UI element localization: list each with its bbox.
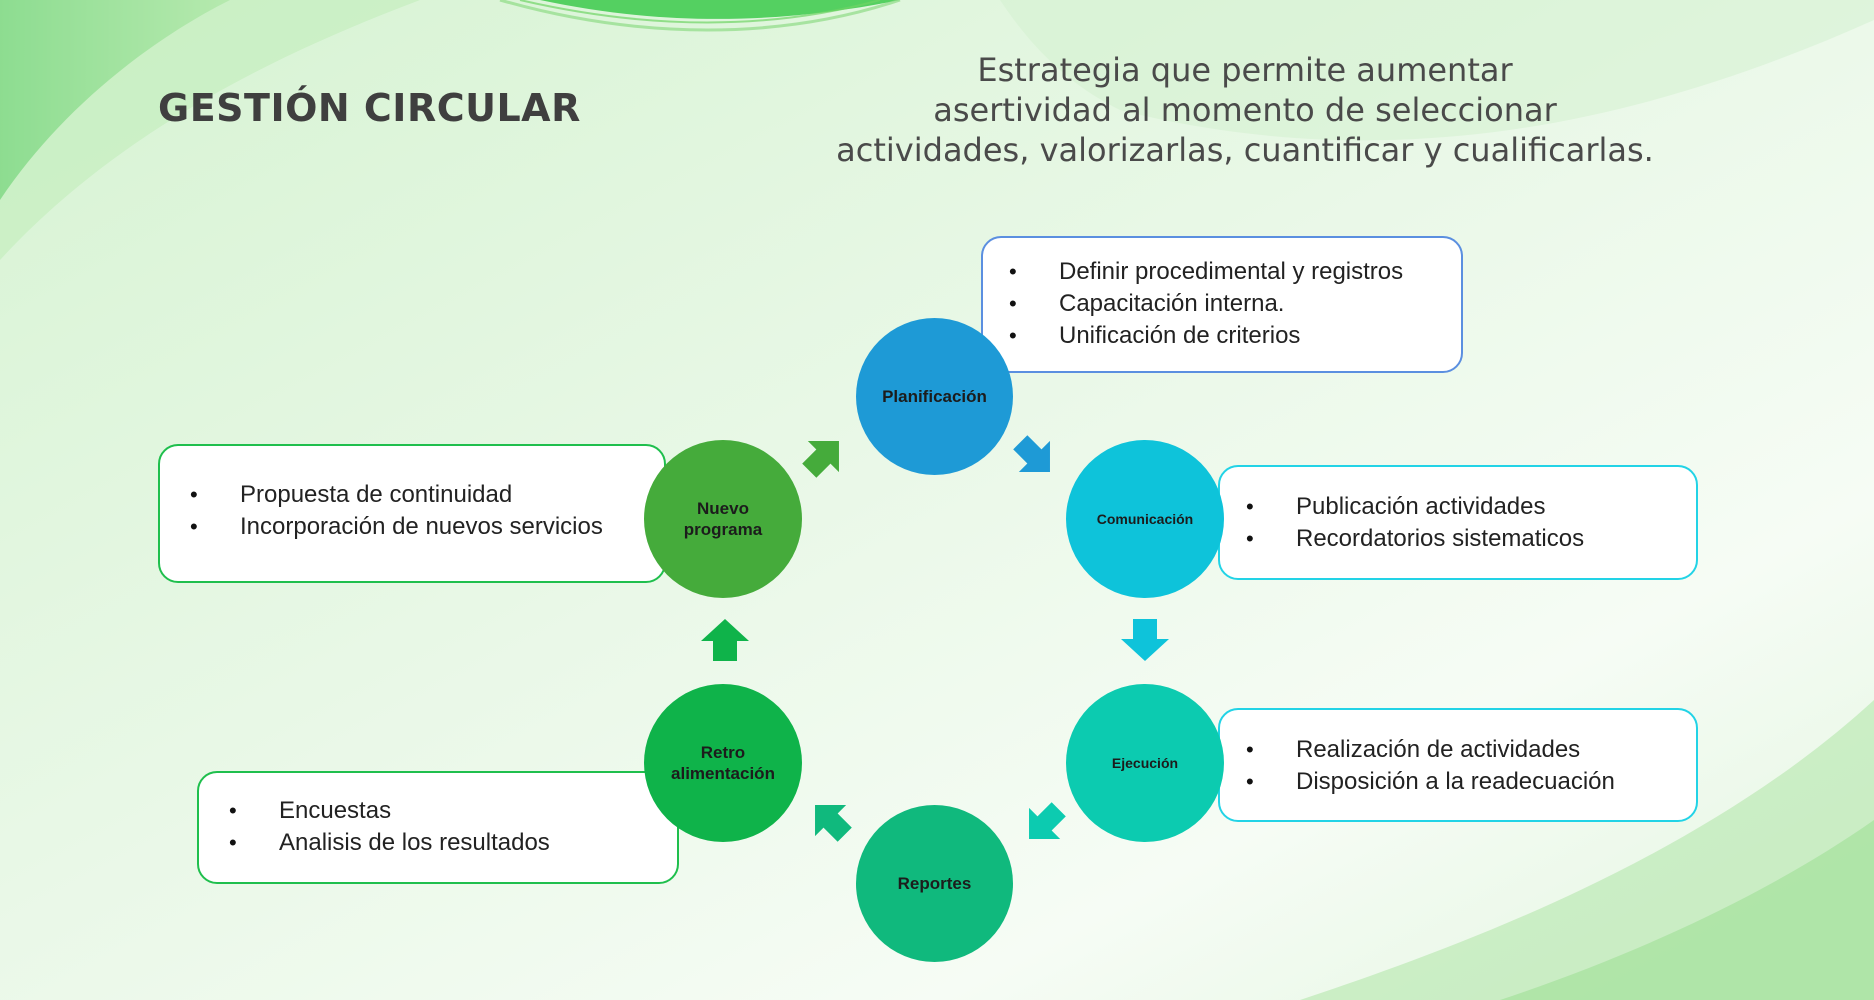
node-label: Ejecución (1111, 754, 1179, 771)
subtitle: Estrategia que permite aumentar asertivi… (830, 50, 1660, 170)
node-label: programa (683, 520, 763, 539)
comunicacion-node: Comunicación (1066, 440, 1224, 598)
page-title: GESTIÓN CIRCULAR (158, 86, 581, 130)
nuevo-programa-box: Propuesta de continuidad Incorporación d… (158, 444, 666, 583)
list-item: Publicación actividades (1238, 491, 1696, 523)
comunicacion-box: Publicación actividades Recordatorios si… (1218, 465, 1698, 580)
planificacion-node: Planificación (856, 318, 1013, 475)
reportes-node: Reportes (856, 805, 1013, 962)
subtitle-line: Estrategia que permite aumentar (977, 51, 1513, 89)
list-item: Disposición a la readecuación (1238, 766, 1696, 798)
node-label: Nuevo (697, 499, 749, 518)
node-label: Retro (700, 743, 746, 762)
list-item: Encuestas (221, 795, 677, 827)
list-item: Incorporación de nuevos servicios (182, 511, 664, 543)
planificacion-box: Definir procedimental y registros Capaci… (981, 236, 1463, 373)
ejecucion-node: Ejecución (1066, 684, 1224, 842)
node-label: Reportes (897, 874, 972, 893)
retroalimentacion-box: Encuestas Analisis de los resultados (197, 771, 679, 884)
subtitle-line: asertividad al momento de seleccionar (933, 91, 1557, 129)
node-label: Planificación (882, 387, 987, 406)
list-item: Recordatorios sistematicos (1238, 523, 1696, 555)
node-label: alimentación (671, 764, 775, 783)
nuevo-programa-node: Nuevo programa (644, 440, 802, 598)
node-label: Comunicación (1096, 510, 1194, 527)
subtitle-line: actividades, valorizarlas, cuantificar y… (836, 131, 1654, 169)
list-item: Analisis de los resultados (221, 827, 677, 859)
retroalimentacion-node: Retro alimentación (644, 684, 802, 842)
list-item: Propuesta de continuidad (182, 479, 664, 511)
list-item: Unificación de criterios (1001, 320, 1461, 352)
list-item: Definir procedimental y registros (1001, 256, 1461, 288)
list-item: Capacitación interna. (1001, 288, 1461, 320)
list-item: Realización de actividades (1238, 734, 1696, 766)
